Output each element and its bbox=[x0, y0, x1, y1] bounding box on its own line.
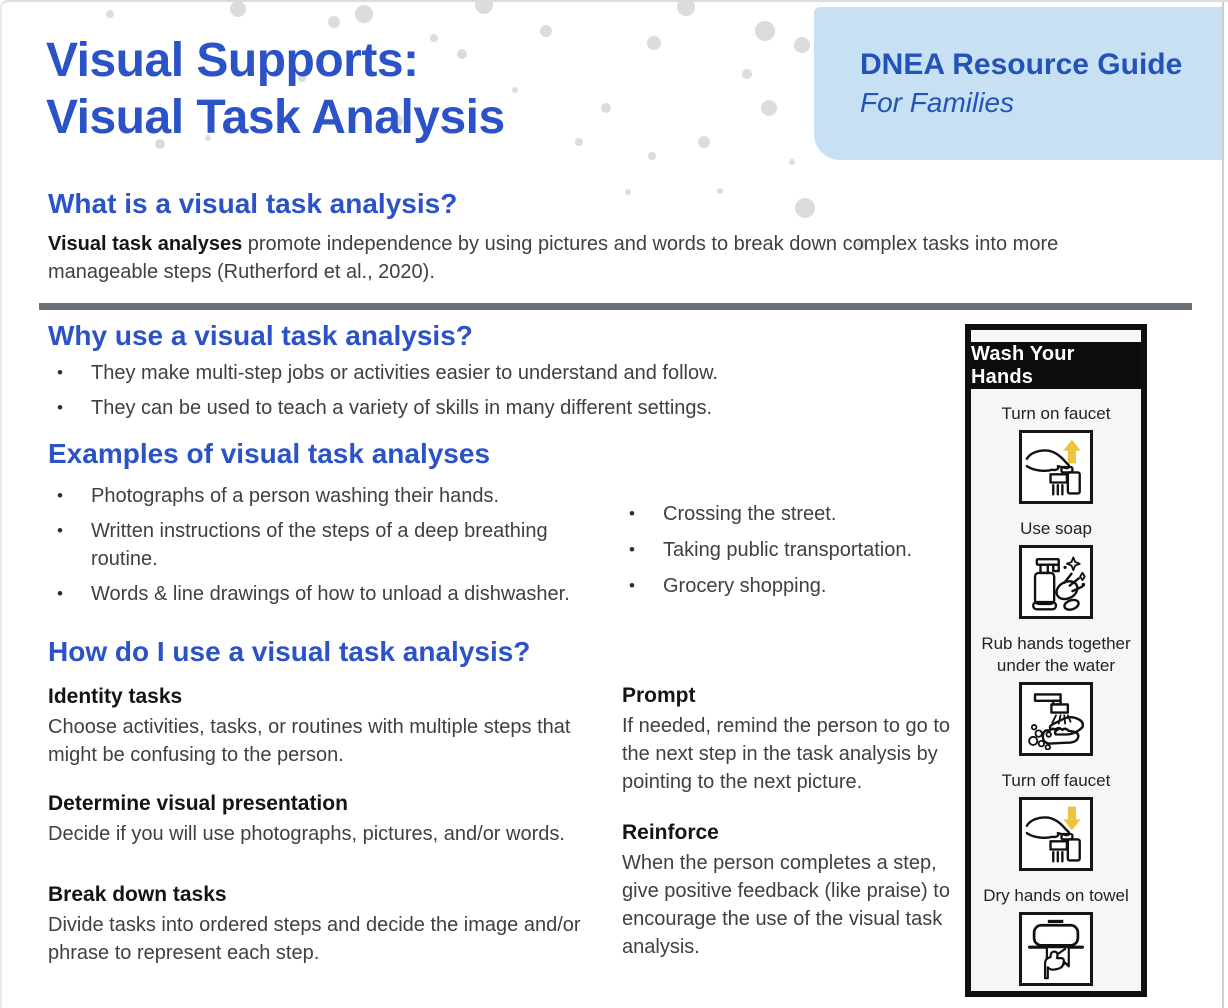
how-step-prompt: Prompt If needed, remind the person to g… bbox=[622, 683, 956, 796]
section-examples: Examples of visual task analyses Photogr… bbox=[48, 438, 608, 608]
how-step-determine: Determine visual presentation Decide if … bbox=[48, 791, 610, 848]
list-item: Written instructions of the steps of a d… bbox=[48, 517, 603, 573]
how-right-column: Prompt If needed, remind the person to g… bbox=[622, 683, 956, 985]
list-item: They make multi-step jobs or activities … bbox=[48, 359, 968, 387]
step-icon-frame bbox=[1019, 912, 1093, 986]
how-left-column: Identity tasks Choose activities, tasks,… bbox=[48, 684, 610, 967]
section-how-to-use: How do I use a visual task analysis? Ide… bbox=[48, 636, 610, 989]
what-lead-bold: Visual task analyses bbox=[48, 233, 243, 255]
list-item: Crossing the street. bbox=[620, 500, 968, 528]
step-icon-frame bbox=[1019, 545, 1093, 619]
list-item: Taking public transportation. bbox=[620, 536, 968, 564]
step-label: Rub hands together under the water bbox=[981, 634, 1131, 675]
how-step-title: Prompt bbox=[622, 684, 696, 707]
how-step-body: Divide tasks into ordered steps and deci… bbox=[48, 914, 581, 964]
section-what-is: What is a visual task analysis? Visual t… bbox=[48, 188, 1158, 286]
badge-subtitle: For Families bbox=[860, 87, 1015, 118]
section-why-use: Why use a visual task analysis? They mak… bbox=[48, 320, 968, 422]
step-label: Turn off faucet bbox=[1001, 771, 1111, 790]
how-step-body: When the person completes a step, give p… bbox=[622, 852, 950, 958]
what-lead-rest: promote independence by using pictures a… bbox=[48, 233, 1059, 283]
how-step-body: Decide if you will use photographs, pict… bbox=[48, 823, 565, 845]
what-paragraph: Visual task analyses promote independenc… bbox=[48, 230, 1158, 286]
how-step-body: If needed, remind the person to go to th… bbox=[622, 715, 950, 793]
task-step-4: Turn off faucet bbox=[971, 770, 1141, 871]
badge-title: DNEA Resource Guide bbox=[860, 48, 1183, 81]
how-step-title: Break down tasks bbox=[48, 883, 227, 906]
faucet-off-icon bbox=[1025, 806, 1081, 863]
how-step-title: Determine visual presentation bbox=[48, 792, 348, 815]
list-item: Photographs of a person washing their ha… bbox=[48, 482, 603, 510]
card-title: Wash Your Hands bbox=[971, 342, 1141, 389]
towel-icon bbox=[1028, 919, 1084, 980]
section-heading-what: What is a visual task analysis? bbox=[48, 188, 458, 219]
how-step-body: Choose activities, tasks, or routines wi… bbox=[48, 716, 571, 766]
task-step-5: Dry hands on towel bbox=[971, 885, 1141, 986]
page-title: Visual Supports: Visual Task Analysis bbox=[46, 32, 505, 146]
page-edge-line bbox=[1222, 2, 1224, 1008]
how-step-title: Identity tasks bbox=[48, 685, 183, 708]
why-bullet-list: They make multi-step jobs or activities … bbox=[48, 359, 968, 422]
examples-left-list: Photographs of a person washing their ha… bbox=[48, 482, 603, 608]
how-step-identify: Identity tasks Choose activities, tasks,… bbox=[48, 684, 610, 769]
task-step-3: Rub hands together under the water bbox=[971, 633, 1141, 756]
page-title-line2: Visual Task Analysis bbox=[46, 91, 505, 144]
list-item: They can be used to teach a variety of s… bbox=[48, 394, 968, 422]
how-step-reinforce: Reinforce When the person completes a st… bbox=[622, 820, 956, 961]
step-icon-frame bbox=[1019, 682, 1093, 756]
section-heading-examples: Examples of visual task analyses bbox=[48, 438, 491, 469]
how-step-title: Reinforce bbox=[622, 821, 719, 844]
step-label: Turn on faucet bbox=[1001, 404, 1111, 423]
dot-pattern-decoration bbox=[106, 2, 867, 249]
page-title-line1: Visual Supports: bbox=[46, 34, 419, 87]
task-step-1: Turn on faucet bbox=[971, 403, 1141, 504]
how-step-break-down: Break down tasks Divide tasks into order… bbox=[48, 882, 610, 967]
soap-pump-icon bbox=[1032, 556, 1086, 611]
section-heading-how: How do I use a visual task analysis? bbox=[48, 636, 531, 667]
faucet-on-icon bbox=[1025, 439, 1081, 496]
list-item: Grocery shopping. bbox=[620, 572, 968, 600]
rub-hands-icon bbox=[1028, 693, 1085, 750]
task-step-2: Use soap bbox=[971, 518, 1141, 619]
step-label: Use soap bbox=[1020, 519, 1092, 538]
step-label: Dry hands on towel bbox=[983, 886, 1129, 905]
list-item: Words & line drawings of how to unload a… bbox=[48, 580, 603, 608]
step-icon-frame bbox=[1019, 797, 1093, 871]
wash-your-hands-card: Wash Your Hands Turn on faucet Use soap bbox=[965, 324, 1147, 997]
section-heading-why: Why use a visual task analysis? bbox=[48, 320, 473, 351]
resource-guide-badge: DNEA Resource Guide For Families bbox=[814, 7, 1222, 160]
section-divider bbox=[39, 303, 1192, 310]
examples-right-list: Crossing the street. Taking public trans… bbox=[620, 492, 968, 600]
step-icon-frame bbox=[1019, 430, 1093, 504]
